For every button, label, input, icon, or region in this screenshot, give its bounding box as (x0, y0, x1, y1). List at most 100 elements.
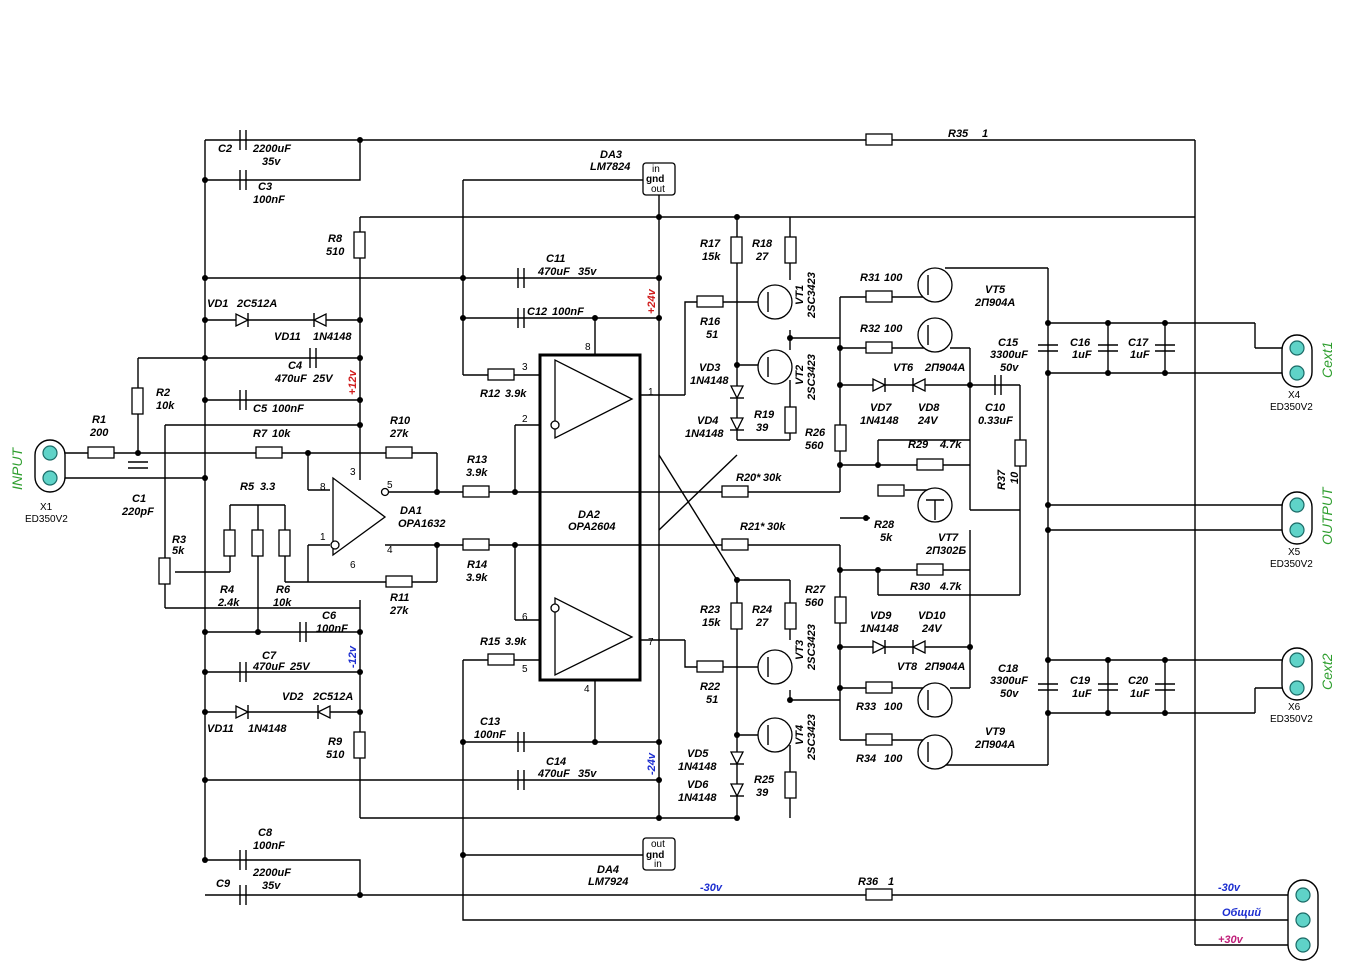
da4-pin-gnd: gnd (646, 850, 664, 861)
svg-text:C7: C7 (262, 650, 277, 662)
svg-text:R32: R32 (860, 323, 880, 335)
r31-value: 100 (884, 272, 903, 284)
da1-ref: DA1 (400, 505, 422, 517)
c3-value: 100nF (253, 194, 285, 206)
da3-pin-gnd: gnd (646, 174, 664, 185)
r11-value: 27k (389, 605, 409, 617)
r3-value: 5k (172, 545, 185, 557)
svg-text:VD2: VD2 (282, 691, 303, 703)
x6-ref: X6 (1288, 702, 1301, 713)
rail-p24: +24v (646, 288, 658, 314)
svg-text:R9: R9 (328, 736, 343, 748)
r12-value: 3.9k (505, 388, 527, 400)
r29-value: 4.7k (939, 439, 962, 451)
r37-value: 10 (1009, 471, 1021, 484)
svg-text:R30: R30 (910, 581, 931, 593)
x4-type: ED350V2 (1270, 402, 1313, 413)
svg-text:VD3: VD3 (699, 362, 720, 374)
vt8-part: 2П904А (924, 661, 965, 673)
svg-text:R18: R18 (752, 238, 773, 250)
da2-pin-3: 3 (522, 362, 528, 373)
svg-text:VT9: VT9 (985, 726, 1006, 738)
r16-value: 51 (706, 329, 718, 341)
x1-ref: X1 (40, 502, 53, 513)
vt5-part: 2П904А (974, 297, 1015, 309)
vt6-part: 2П904А (924, 362, 965, 374)
svg-text:R21*: R21* (740, 521, 765, 533)
svg-text:R7: R7 (253, 428, 268, 440)
da3-regulator: in gnd out (642, 162, 676, 196)
c18-voltage: 50v (1000, 688, 1019, 700)
vd11a-part: 1N4148 (313, 331, 352, 343)
da1-pin-6: 6 (350, 560, 356, 571)
svg-text:VD7: VD7 (870, 402, 892, 414)
svg-text:R24: R24 (752, 604, 772, 616)
svg-text:R23: R23 (700, 604, 720, 616)
c8-value: 100nF (253, 840, 285, 852)
vd5-part: 1N4148 (678, 761, 717, 773)
svg-text:R16: R16 (700, 316, 721, 328)
svg-text:R34: R34 (856, 753, 876, 765)
connector-x6 (1281, 647, 1313, 701)
da1-pin-8: 8 (320, 482, 326, 493)
r24-value: 27 (755, 617, 769, 629)
da1-pin-1: 1 (320, 532, 326, 543)
r6-value: 10k (273, 597, 292, 609)
r32-value: 100 (884, 323, 903, 335)
svg-text:VT6: VT6 (893, 362, 914, 374)
svg-text:C18: C18 (998, 663, 1019, 675)
rail-n30: -30v (700, 882, 723, 894)
r8-value: 510 (326, 246, 345, 258)
power-pos: +30v (1218, 934, 1244, 946)
c15-value: 3300uF (990, 349, 1028, 361)
da2-pin-1: 1 (648, 387, 654, 398)
c7-voltage: 25V (289, 661, 311, 673)
r18-value: 27 (755, 251, 769, 263)
svg-text:VT1: VT1 (794, 285, 806, 305)
resistors (87, 133, 1027, 901)
connector-x1 (34, 439, 66, 493)
r5-value: 3.3 (260, 481, 275, 493)
svg-text:R8: R8 (328, 233, 343, 245)
rail-p12: +12v (347, 369, 359, 395)
svg-text:VD11: VD11 (274, 331, 301, 343)
c14-voltage: 35v (578, 768, 597, 780)
svg-text:R17: R17 (700, 238, 721, 250)
r22-value: 51 (706, 694, 718, 706)
da1-pin-5: 5 (387, 480, 393, 491)
x6-type: ED350V2 (1270, 714, 1313, 725)
vt1-part: 2SC3423 (806, 272, 818, 319)
svg-text:C15: C15 (998, 337, 1019, 349)
connector-power (1287, 879, 1319, 961)
svg-text:R37: R37 (996, 469, 1008, 490)
da4-ref: DA4 (597, 864, 619, 876)
svg-text:VD9: VD9 (870, 610, 892, 622)
svg-text:R14: R14 (467, 559, 487, 571)
c4-value: 470uF (274, 373, 307, 385)
da2-pin-5: 5 (522, 664, 528, 675)
c7-value: 470uF (252, 661, 285, 673)
svg-text:C12: C12 (527, 306, 547, 318)
r19-value: 39 (756, 422, 769, 434)
c12-value: 100nF (552, 306, 584, 318)
c13-value: 100nF (474, 729, 506, 741)
c15-voltage: 50v (1000, 362, 1019, 374)
svg-text:C1: C1 (132, 493, 146, 505)
power-gnd: Общий (1222, 907, 1261, 919)
c17-value: 1uF (1130, 349, 1150, 361)
r7-value: 10k (272, 428, 291, 440)
r10-value: 27k (389, 428, 409, 440)
da1-pin-4: 4 (387, 545, 393, 556)
da1-part: OPA1632 (398, 518, 446, 530)
svg-text:VT3: VT3 (794, 640, 806, 660)
svg-text:C17: C17 (1128, 337, 1149, 349)
svg-text:VD4: VD4 (697, 415, 718, 427)
svg-text:R5: R5 (240, 481, 255, 493)
svg-text:VD11: VD11 (207, 723, 234, 735)
vd1-part: 2C512A (236, 298, 277, 310)
svg-text:C16: C16 (1070, 337, 1091, 349)
svg-text:C8: C8 (258, 827, 273, 839)
wires (52, 139, 1300, 946)
svg-text:R11: R11 (390, 592, 409, 604)
